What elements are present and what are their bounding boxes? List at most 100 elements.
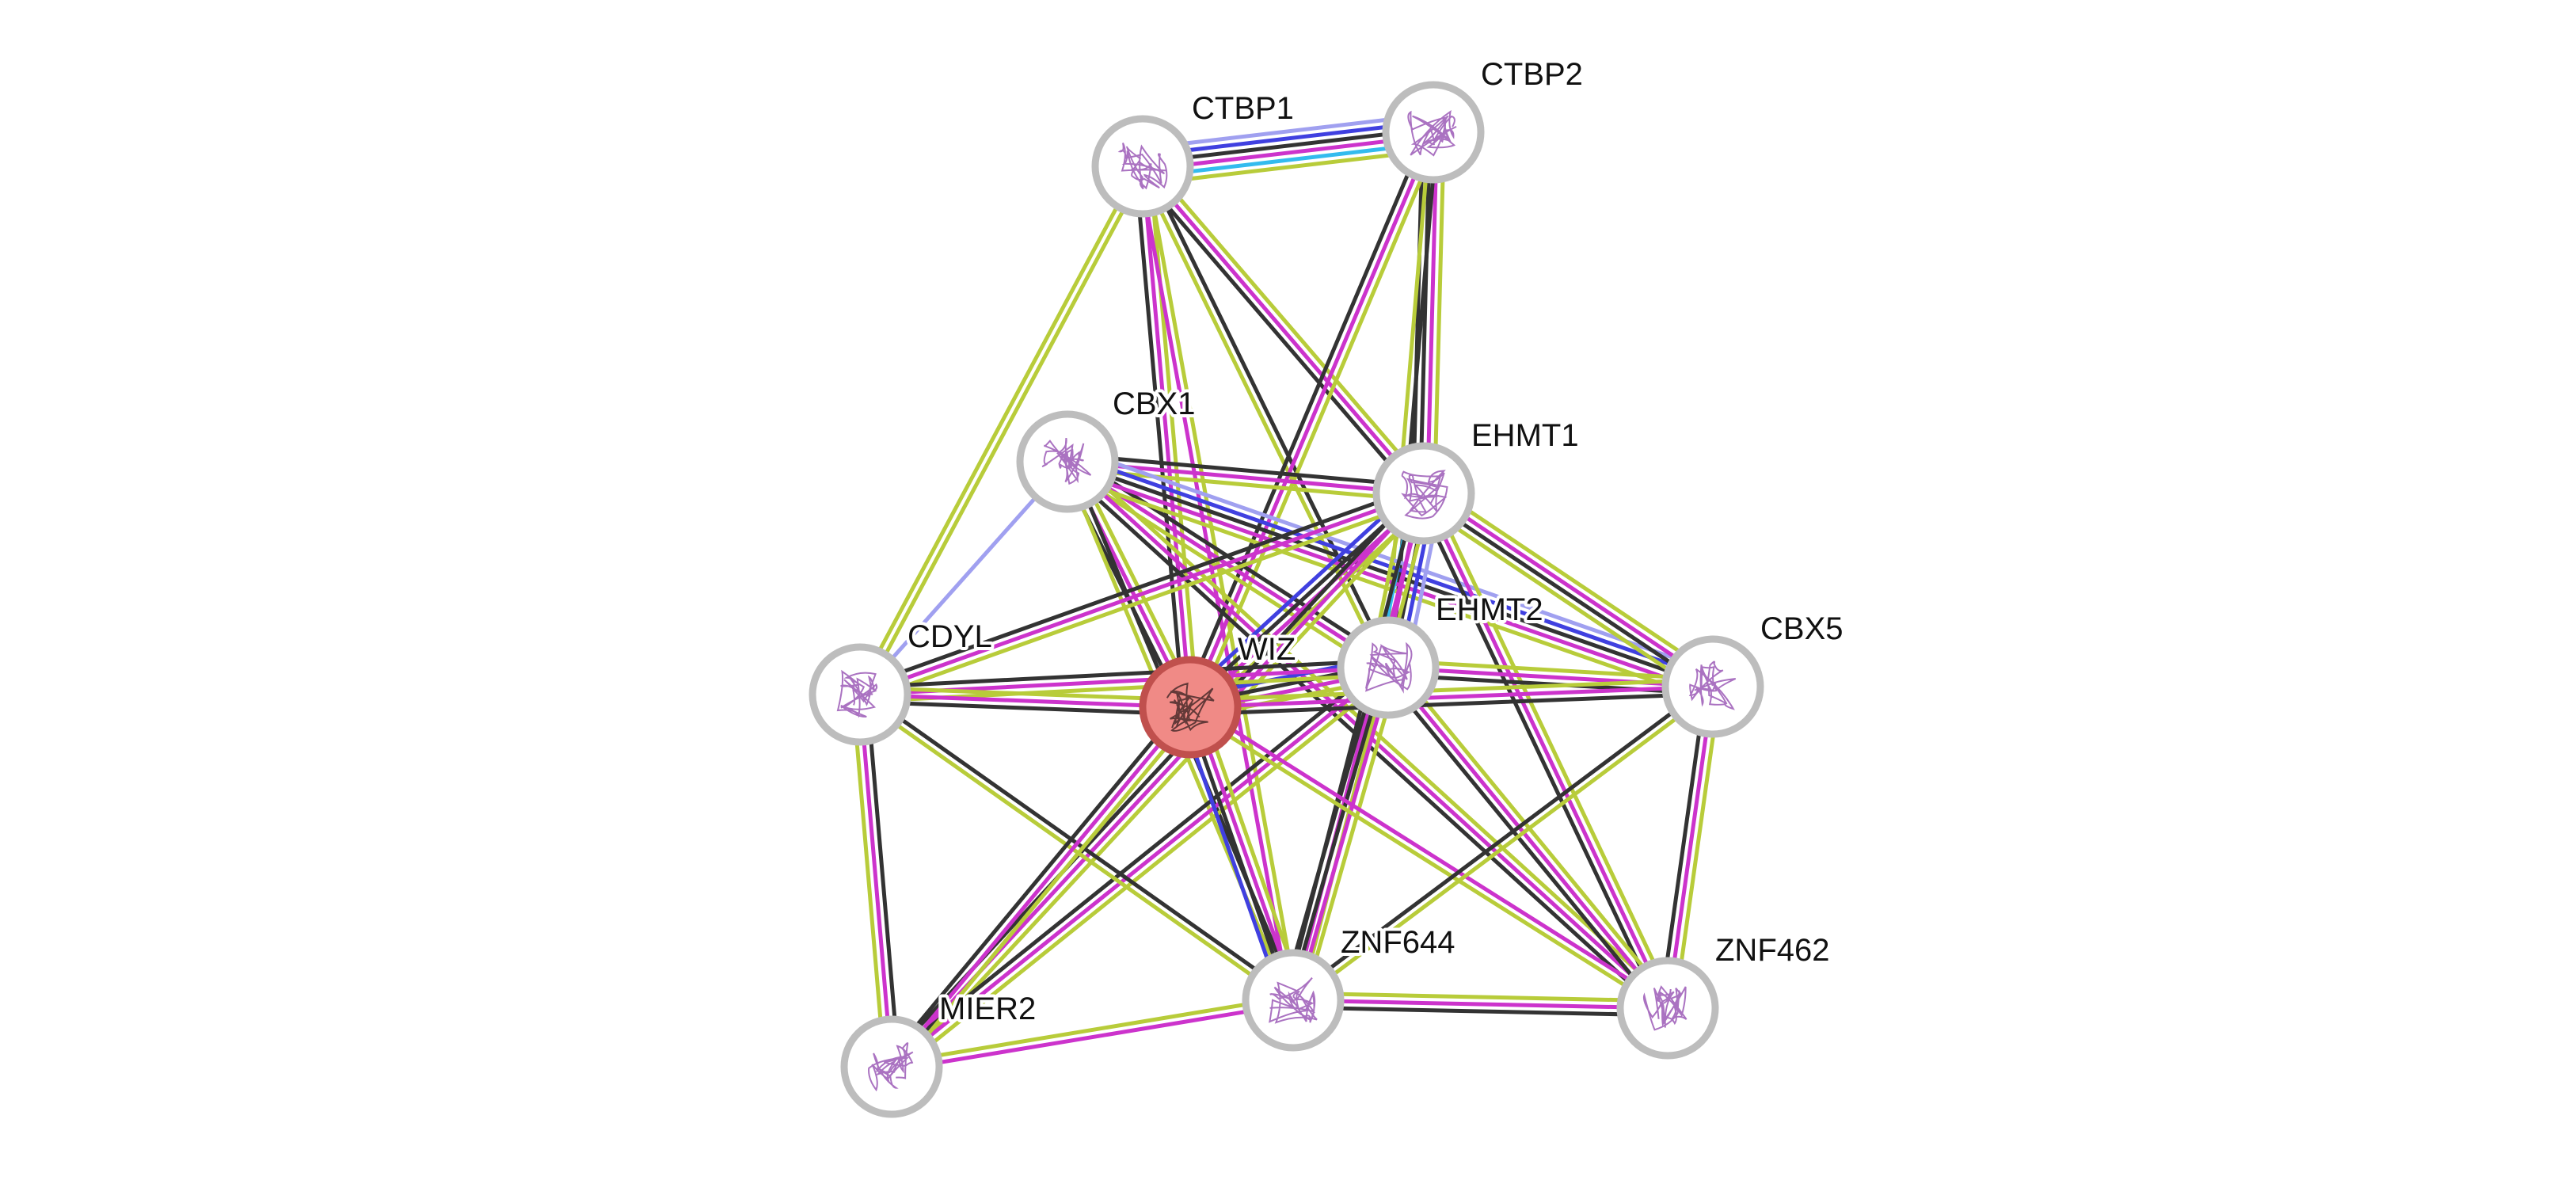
node-label: CBX5 bbox=[1760, 611, 1844, 646]
edge-line-experiments bbox=[889, 705, 1193, 1069]
edge-line-coexpression bbox=[858, 699, 1193, 717]
edge-line-coexpression bbox=[885, 660, 1386, 1064]
edge-line-homology bbox=[858, 459, 1070, 697]
edge-line-coexpression bbox=[1411, 130, 1425, 496]
node-circle bbox=[1091, 115, 1194, 218]
edge-line-coexpression bbox=[1380, 670, 1665, 1015]
edge-CTBP1-EHMT1[interactable] bbox=[1135, 159, 1432, 501]
edge-line-experiments bbox=[1294, 666, 1394, 1003]
edge-CTBP2-EHMT1[interactable] bbox=[1411, 130, 1446, 496]
node-label-halo: ZNF644 bbox=[1341, 925, 1455, 960]
edge-line-experiments bbox=[1665, 684, 1715, 1011]
edge-line-textmining bbox=[1387, 658, 1716, 682]
edge-EHMT1-ZNF462[interactable] bbox=[1415, 488, 1676, 1014]
edge-CBX5-ZNF644[interactable] bbox=[1288, 681, 1718, 1006]
edge-CTBP1-WIZ[interactable] bbox=[1133, 163, 1200, 710]
node-circle bbox=[1661, 635, 1764, 738]
edge-line-experiments bbox=[1425, 130, 1439, 496]
edge-EHMT2-ZNF462[interactable] bbox=[1380, 660, 1676, 1015]
edge-line-textmining bbox=[888, 995, 1295, 1066]
edge-ZNF644-MIER2[interactable] bbox=[888, 995, 1296, 1072]
node-label: ZNF462 bbox=[1715, 933, 1830, 968]
edge-line-textmining bbox=[1672, 685, 1722, 1011]
edge-CBX1-CDYL[interactable] bbox=[858, 459, 1070, 697]
edge-line-textmining bbox=[1391, 660, 1676, 1006]
edge-line-textmining bbox=[1147, 163, 1200, 709]
edge-EHMT2-MIER2[interactable] bbox=[885, 660, 1395, 1075]
protein-structure-icon bbox=[1642, 985, 1688, 1031]
nodes-layer: WIZWIZCTBP1CTBP1CTBP2CTBP2CBX1CBX1EHMT1E… bbox=[809, 54, 1847, 1118]
node-label-halo: CDYL bbox=[907, 619, 992, 654]
edge-line-textmining bbox=[1432, 130, 1446, 496]
edge-line-coexpression bbox=[1291, 1005, 1670, 1018]
node-label-halo: CTBP1 bbox=[1192, 91, 1294, 126]
node-label-halo: CBX1 bbox=[1113, 386, 1196, 421]
edge-line-experiments bbox=[1424, 488, 1718, 686]
edge-line-databases bbox=[1181, 483, 1419, 702]
edge-EHMT1-CDYL[interactable] bbox=[855, 485, 1429, 703]
node-circle bbox=[1616, 957, 1719, 1060]
edge-line-coexpression bbox=[1133, 165, 1185, 710]
edge-line-experiments bbox=[1189, 702, 1672, 1007]
edge-line-experiments bbox=[858, 491, 1426, 697]
edge-WIZ-CBX5[interactable] bbox=[1188, 677, 1715, 717]
edge-line-experiments bbox=[1140, 164, 1426, 496]
edge-line-textmining bbox=[860, 497, 1429, 703]
protein-structure-icon bbox=[1688, 660, 1737, 710]
edge-line-coexpression bbox=[1280, 662, 1380, 999]
node-label: MIER2 bbox=[939, 992, 1036, 1026]
edge-CTBP1-CDYL[interactable] bbox=[854, 162, 1148, 698]
edge-line-coexpression bbox=[1135, 169, 1421, 501]
edge-line-textmining bbox=[855, 695, 1293, 1006]
node-label-halo: WIZ bbox=[1238, 632, 1296, 667]
edge-line-databases bbox=[1178, 708, 1285, 1006]
edge-line-experiments bbox=[1421, 491, 1670, 1011]
edge-line-textmining bbox=[1143, 163, 1299, 1002]
edge-WIZ-ZNF462[interactable] bbox=[1186, 702, 1672, 1014]
protein-structure-icon bbox=[1407, 109, 1457, 157]
edge-ZNF644-ZNF462[interactable] bbox=[1291, 991, 1670, 1018]
edge-EHMT1-CBX5[interactable] bbox=[1415, 482, 1722, 698]
edge-EHMT2-ZNF644[interactable] bbox=[1280, 662, 1401, 1006]
edge-CBX5-ZNF462[interactable] bbox=[1658, 683, 1722, 1011]
protein-structure-icon bbox=[1041, 437, 1092, 485]
edge-CDYL-MIER2[interactable] bbox=[850, 691, 901, 1070]
node-label-halo: ZNF462 bbox=[1715, 933, 1830, 968]
edge-line-homology bbox=[1138, 112, 1433, 151]
node-label: CTBP2 bbox=[1481, 57, 1583, 92]
edge-line-coexpression bbox=[858, 658, 1391, 690]
edge-line-textmining bbox=[1428, 488, 1676, 1007]
edge-line-textmining bbox=[1415, 500, 1709, 698]
edge-line-experiments bbox=[1188, 684, 1715, 710]
node-label-halo: CBX5 bbox=[1760, 611, 1844, 646]
edge-line-textmining bbox=[854, 162, 1142, 695]
node-label: ZNF644 bbox=[1341, 925, 1455, 960]
edge-line-textmining bbox=[1188, 677, 1715, 702]
protein-structure-icon bbox=[1401, 470, 1448, 520]
node-label-halo: EHMT1 bbox=[1471, 418, 1579, 453]
edge-line-experiments bbox=[889, 665, 1391, 1069]
edge-line-coexpression bbox=[1658, 683, 1708, 1010]
edge-line-coexpression bbox=[884, 700, 1187, 1064]
edge-line-experiments bbox=[1386, 665, 1670, 1011]
protein-structure-icon bbox=[1166, 682, 1215, 732]
edge-line-homology bbox=[1070, 446, 1720, 676]
edge-line-coexpression bbox=[1188, 691, 1715, 717]
edge-WIZ-MIER2[interactable] bbox=[884, 700, 1198, 1074]
edge-WIZ-ZNF644[interactable] bbox=[1178, 702, 1306, 1006]
edge-line-experiments bbox=[1291, 998, 1670, 1011]
edge-CDYL-WIZ[interactable] bbox=[858, 685, 1193, 717]
edge-line-experiments bbox=[858, 692, 1193, 710]
edge-line-coexpression bbox=[1288, 681, 1713, 999]
